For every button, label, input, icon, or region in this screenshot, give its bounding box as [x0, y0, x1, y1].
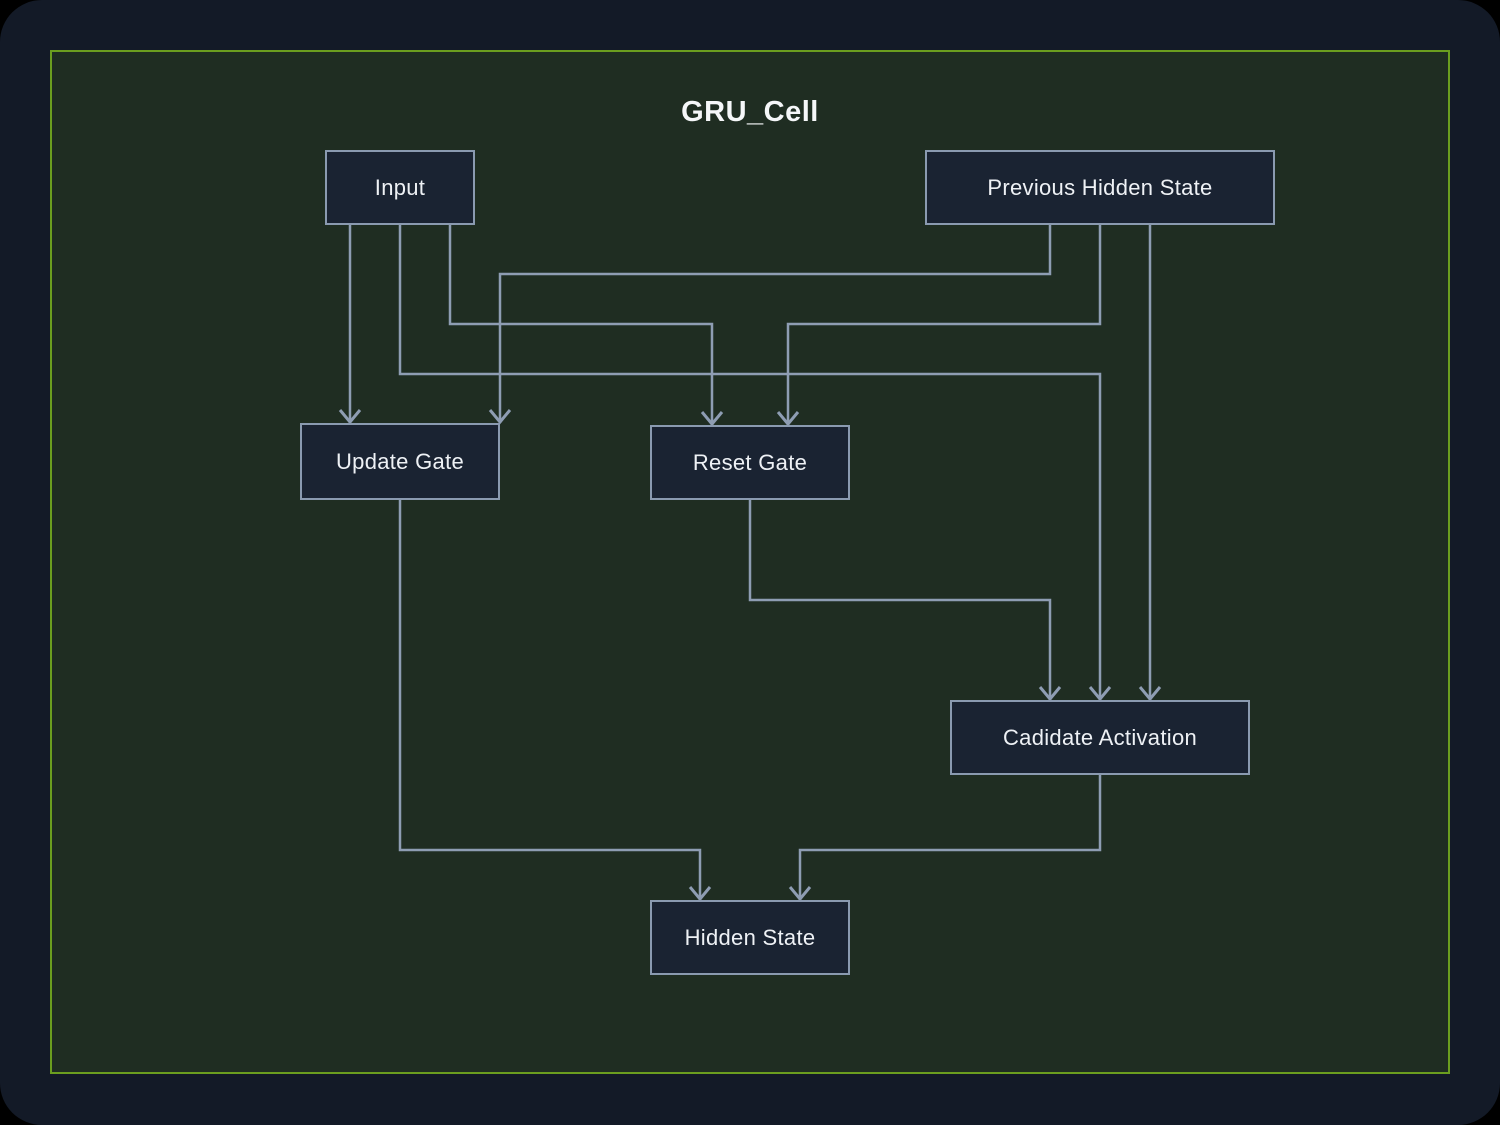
- node-previous-hidden-state-label: Previous Hidden State: [987, 174, 1213, 200]
- node-hidden-state: Hidden State: [650, 900, 850, 975]
- arrowhead-icon: [688, 886, 712, 902]
- arrowhead-icon: [488, 409, 512, 425]
- node-previous-hidden-state: Previous Hidden State: [925, 150, 1275, 225]
- edge-reset_gate-to-candidate_activation: [748, 500, 1062, 702]
- arrowhead-icon: [776, 411, 800, 427]
- diagram-title: GRU_Cell: [681, 96, 819, 128]
- node-reset-gate: Reset Gate: [650, 425, 850, 500]
- node-hidden-state-label: Hidden State: [684, 924, 816, 950]
- node-reset-gate-label: Reset Gate: [692, 449, 808, 475]
- node-candidate-activation: Cadidate Activation: [950, 700, 1250, 775]
- edge-previous_hidden_state-to-candidate_activation: [1138, 225, 1162, 702]
- arrowhead-icon: [338, 409, 362, 425]
- arrowhead-icon: [1088, 686, 1112, 702]
- edge-input-to-update_gate: [338, 225, 362, 425]
- node-candidate-activation-label: Cadidate Activation: [1002, 724, 1198, 750]
- node-input-label: Input: [374, 174, 426, 200]
- arrowhead-icon: [1038, 686, 1062, 702]
- arrowhead-icon: [1138, 686, 1162, 702]
- node-update-gate-label: Update Gate: [335, 448, 465, 474]
- edge-input-to-candidate_activation: [398, 225, 1112, 702]
- node-input: Input: [325, 150, 475, 225]
- edge-previous_hidden_state-to-update_gate: [488, 225, 1052, 425]
- edge-candidate_activation-to-hidden_state: [788, 775, 1102, 902]
- edge-previous_hidden_state-to-reset_gate: [776, 225, 1102, 427]
- node-update-gate: Update Gate: [300, 423, 500, 500]
- arrowhead-icon: [788, 886, 812, 902]
- edge-update_gate-to-hidden_state: [398, 500, 712, 902]
- arrowhead-icon: [700, 411, 724, 427]
- edge-input-to-reset_gate: [448, 225, 724, 427]
